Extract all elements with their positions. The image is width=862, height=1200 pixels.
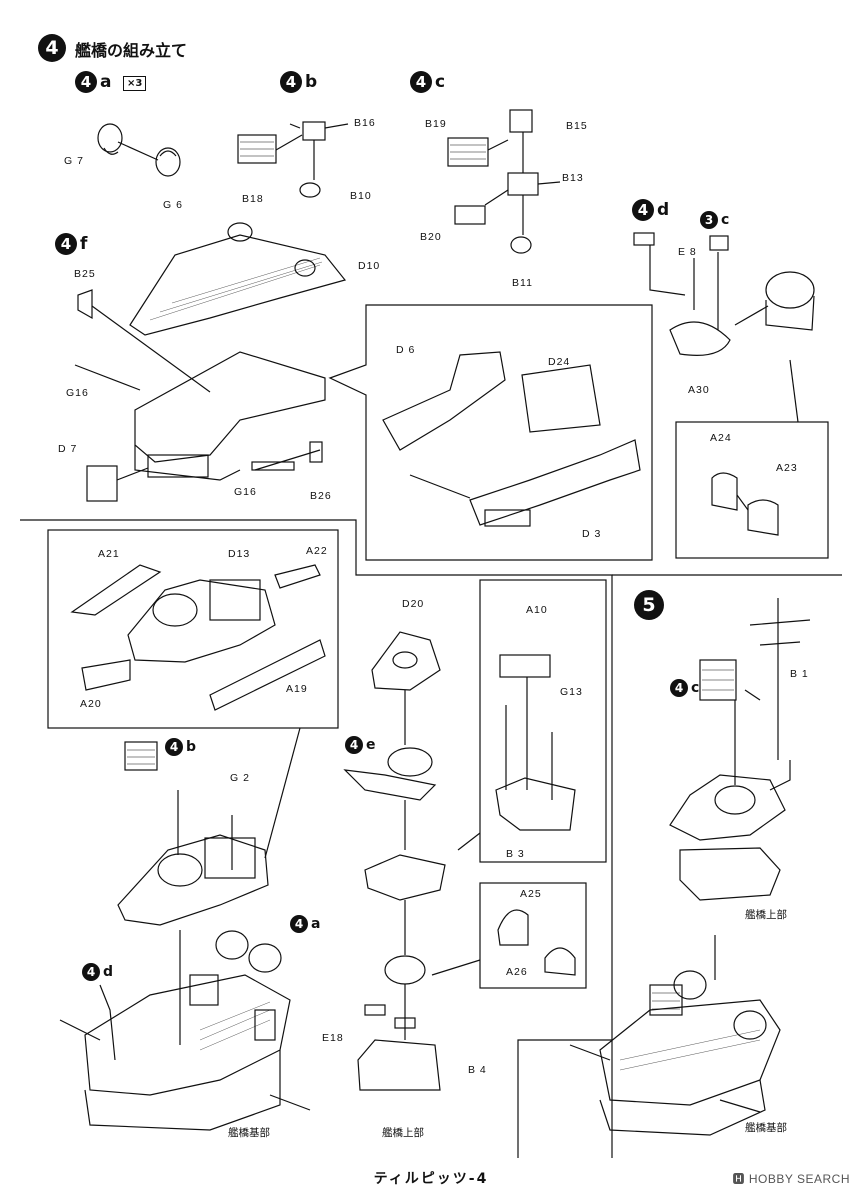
part-label: B 4	[468, 1064, 487, 1076]
part-label: D 7	[58, 443, 78, 455]
substep-4d-ref: 4 d	[82, 960, 113, 984]
part-label: A22	[306, 545, 328, 557]
substep-4b-letter: b	[305, 72, 318, 92]
substep-4e-letter: e	[366, 737, 376, 753]
part-label: G 7	[64, 155, 84, 167]
substep-4c-ref-number: 4	[670, 679, 688, 697]
caption-bridge-upper-right: 艦橋上部	[745, 909, 787, 921]
substep-4a-ref-letter: a	[311, 916, 321, 932]
substep-4b: 4 b	[280, 70, 317, 94]
substep-4d-ref-letter: d	[103, 964, 114, 980]
caption-bridge-base-right: 艦橋基部	[745, 1122, 787, 1134]
part-label: G 6	[163, 199, 183, 211]
part-label: B 1	[790, 668, 809, 680]
watermark: 🅷 HOBBY SEARCH	[732, 1172, 850, 1186]
substep-4c-ref-letter: c	[691, 680, 700, 696]
part-label: E18	[322, 1032, 344, 1044]
part-label: B20	[420, 231, 442, 243]
substep-4c-ref: 4 c	[670, 676, 699, 700]
substep-4d: 4 d	[632, 198, 669, 222]
substep-3c-letter: c	[721, 212, 730, 228]
step-5-number: 5	[634, 590, 664, 620]
part-label: A25	[520, 888, 542, 900]
part-label: B19	[425, 118, 447, 130]
part-label: A24	[710, 432, 732, 444]
part-label: E 8	[678, 246, 697, 258]
step-4-number: 4	[38, 34, 66, 62]
substep-4e-number: 4	[345, 736, 363, 754]
part-label: D 3	[582, 528, 602, 540]
step-4-title: 艦橋の組み立て	[75, 41, 188, 60]
substep-4b-ref: 4 b	[165, 735, 196, 759]
substep-4b-ref-number: 4	[165, 738, 183, 756]
part-label: D13	[228, 548, 251, 560]
part-label: D10	[358, 260, 381, 272]
part-label: A26	[506, 966, 528, 978]
substep-4a-ref-number: 4	[290, 915, 308, 933]
part-label: A19	[286, 683, 308, 695]
substep-4a-number: 4	[75, 71, 97, 93]
substep-4c-letter: c	[435, 72, 446, 92]
part-label: A23	[776, 462, 798, 474]
part-label: B25	[74, 268, 96, 280]
part-label: G16	[234, 486, 257, 498]
part-label: A30	[688, 384, 710, 396]
part-label: D24	[548, 356, 571, 368]
part-label: B13	[562, 172, 584, 184]
part-label: A21	[98, 548, 120, 560]
part-label: B26	[310, 490, 332, 502]
substep-4f: 4 f	[55, 232, 87, 256]
caption-bridge-upper-mid: 艦橋上部	[382, 1127, 424, 1139]
part-label: B16	[354, 117, 376, 129]
part-label: A20	[80, 698, 102, 710]
part-label: A10	[526, 604, 548, 616]
substep-4f-number: 4	[55, 233, 77, 255]
substep-4a: 4 a	[75, 70, 111, 94]
part-label: G16	[66, 387, 89, 399]
substep-4a-ref: 4 a	[290, 912, 320, 936]
part-label: G 2	[230, 772, 250, 784]
substep-4c: 4 c	[410, 70, 445, 94]
substep-4c-number: 4	[410, 71, 432, 93]
quantity-badge: ×3	[123, 76, 147, 91]
substep-4d-ref-number: 4	[82, 963, 100, 981]
part-label: B11	[512, 277, 533, 289]
substep-4b-ref-letter: b	[186, 739, 197, 755]
substep-4a-letter: a	[100, 72, 112, 92]
substep-4d-number: 4	[632, 199, 654, 221]
substep-3c: 3 c	[700, 208, 729, 232]
substep-4e: 4 e	[345, 733, 376, 757]
part-label: B18	[242, 193, 264, 205]
part-label: G13	[560, 686, 583, 698]
substep-4b-number: 4	[280, 71, 302, 93]
part-label: B 3	[506, 848, 525, 860]
substep-4f-letter: f	[80, 234, 88, 254]
caption-bridge-base-left: 艦橋基部	[228, 1127, 270, 1139]
part-label: B15	[566, 120, 588, 132]
substep-4d-letter: d	[657, 200, 670, 220]
substep-3c-number: 3	[700, 211, 718, 229]
part-label: B10	[350, 190, 372, 202]
page-footer: ティルピッツ-4	[373, 1171, 489, 1187]
part-label: D20	[402, 598, 425, 610]
part-label: D 6	[396, 344, 416, 356]
